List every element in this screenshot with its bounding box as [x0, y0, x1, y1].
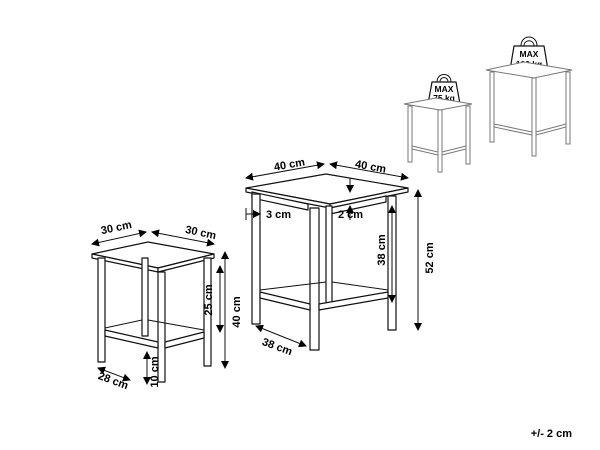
large-width-label: 40 cm — [273, 156, 306, 173]
load-small-illustration: MAX 75 kg — [403, 74, 473, 173]
large-height-label: 52 cm — [424, 242, 436, 273]
load-small-max-label: MAX — [435, 84, 454, 94]
small-width-label: 30 cm — [100, 219, 133, 237]
small-height-label: 40 cm — [231, 296, 243, 327]
load-large-max-label: MAX — [520, 49, 539, 59]
large-depth-label: 40 cm — [354, 158, 387, 175]
small-inner-height-label: 25 cm — [203, 284, 215, 315]
large-inner-height-label: 38 cm — [376, 234, 388, 265]
load-small-value-label: 75 kg — [433, 93, 455, 103]
load-large-illustration: MAX 100 kg — [485, 36, 573, 157]
large-apron-label: 2 cm — [338, 209, 363, 221]
small-table-drawing — [91, 241, 215, 383]
large-leg-inset-label: 3 cm — [266, 209, 291, 221]
small-bottom-clearance-label: 10 cm — [149, 356, 161, 387]
small-table-dimensions: 30 cm 30 cm 25 cm 40 cm 28 cm 10 cm — [91, 219, 243, 392]
tolerance-note: +/- 2 cm — [530, 428, 572, 440]
